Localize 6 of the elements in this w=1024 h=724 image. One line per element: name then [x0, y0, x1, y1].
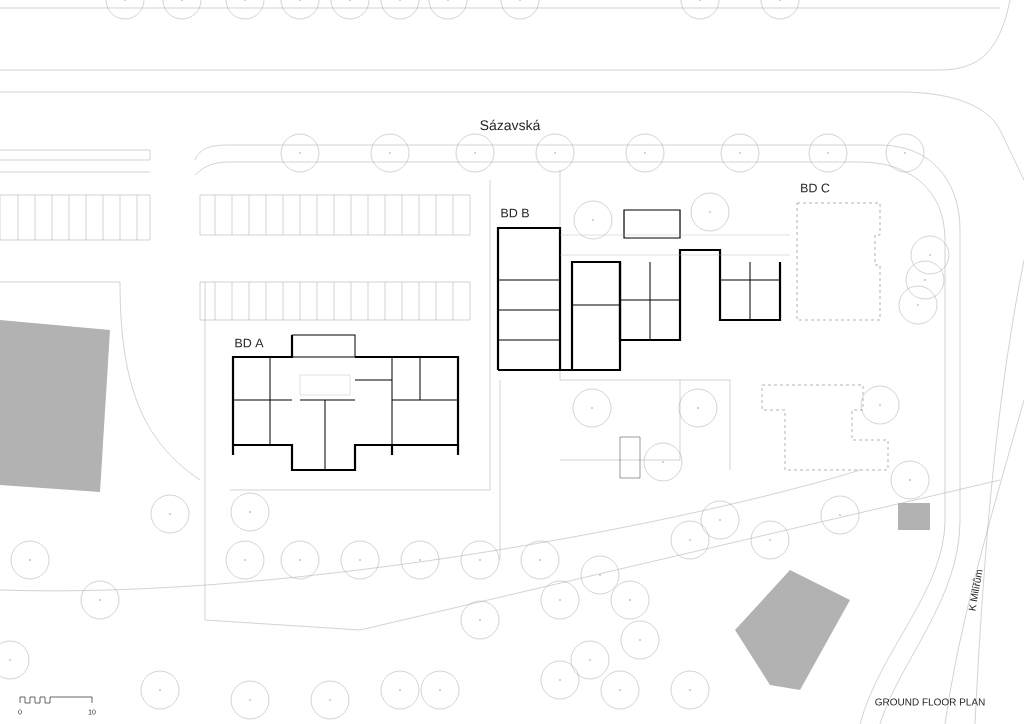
building-label: BD B — [501, 208, 529, 218]
building-label: BD A — [235, 338, 264, 348]
street-name: Sázavská — [480, 119, 541, 131]
road-label: K Milířům — [968, 569, 983, 611]
plan-title: GROUND FLOOR PLAN — [875, 698, 985, 706]
building-label: BD C — [801, 183, 830, 193]
